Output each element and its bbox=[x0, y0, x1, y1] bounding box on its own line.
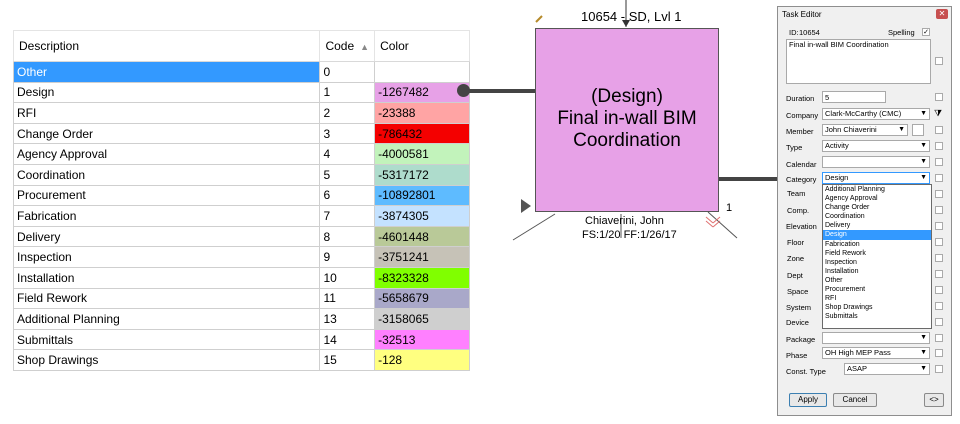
code-cell[interactable]: 3 bbox=[319, 122, 376, 145]
description-cell[interactable]: Delivery bbox=[12, 225, 321, 248]
code-cell[interactable]: 14 bbox=[319, 328, 376, 351]
node-title-line1: Final in-wall BIM bbox=[557, 108, 697, 129]
description-cell[interactable]: Coordination bbox=[12, 163, 321, 186]
task-editor-window: Task Editor ✕ bbox=[777, 6, 952, 416]
color-cell[interactable]: -10892801 bbox=[374, 184, 470, 207]
code-cell[interactable]: 10 bbox=[319, 266, 376, 289]
description-cell[interactable]: Agency Approval bbox=[12, 143, 321, 165]
node-owner: Chiaverini, John bbox=[585, 215, 664, 227]
description-column-header[interactable]: Description bbox=[12, 30, 321, 62]
description-cell[interactable]: Additional Planning bbox=[12, 308, 321, 330]
color-cell[interactable]: -23388 bbox=[374, 102, 470, 124]
code-cell[interactable]: 7 bbox=[319, 205, 376, 227]
color-cell[interactable]: -786432 bbox=[374, 122, 470, 145]
table-header-row: Description Code▲ Color bbox=[12, 30, 470, 62]
color-cell[interactable] bbox=[374, 61, 470, 83]
code-cell[interactable]: 13 bbox=[319, 308, 376, 330]
code-column-header[interactable]: Code▲ bbox=[319, 30, 376, 62]
color-cell[interactable]: -3874305 bbox=[374, 205, 470, 227]
color-cell[interactable]: -1267482 bbox=[374, 81, 470, 104]
close-icon[interactable]: ✕ bbox=[936, 9, 948, 19]
description-cell[interactable]: Design bbox=[12, 81, 321, 104]
code-cell[interactable]: 5 bbox=[319, 163, 376, 186]
color-cell[interactable]: -8323328 bbox=[374, 266, 470, 289]
code-cell[interactable]: 0 bbox=[319, 61, 376, 83]
code-cell[interactable]: 4 bbox=[319, 143, 376, 165]
description-cell[interactable]: Change Order bbox=[12, 122, 321, 145]
description-cell[interactable]: Installation bbox=[12, 266, 321, 289]
description-cell[interactable]: Submittals bbox=[12, 328, 321, 351]
color-cell[interactable]: -4601448 bbox=[374, 225, 470, 248]
color-cell[interactable]: -5658679 bbox=[374, 287, 470, 310]
description-cell[interactable]: Other bbox=[12, 61, 321, 83]
code-cell[interactable]: 6 bbox=[319, 184, 376, 207]
node-count: 1 bbox=[726, 202, 733, 214]
color-cell[interactable]: -3158065 bbox=[374, 308, 470, 330]
task-node[interactable]: (Design) Final in-wall BIM Coordination bbox=[535, 28, 719, 212]
connector-line-node-editor bbox=[708, 177, 794, 181]
color-cell[interactable]: -3751241 bbox=[374, 246, 470, 268]
connector-line-table-node bbox=[463, 89, 547, 93]
window-title: Task Editor bbox=[782, 10, 822, 19]
description-cell[interactable]: Inspection bbox=[12, 246, 321, 268]
color-cell[interactable]: -5317172 bbox=[374, 163, 470, 186]
color-column-header[interactable]: Color bbox=[374, 30, 470, 62]
description-cell[interactable]: RFI bbox=[12, 102, 321, 124]
node-title-line2: Coordination bbox=[573, 130, 681, 151]
code-cell[interactable]: 8 bbox=[319, 225, 376, 248]
node-category: (Design) bbox=[591, 86, 663, 107]
color-cell[interactable]: -32513 bbox=[374, 328, 470, 351]
sort-ascending-icon: ▲ bbox=[360, 42, 370, 52]
description-cell[interactable]: Fabrication bbox=[12, 205, 321, 227]
node-dates: FS:1/20 FF:1/26/17 bbox=[582, 229, 677, 241]
predecessor-marker-icon bbox=[521, 199, 531, 213]
code-cell[interactable]: 15 bbox=[319, 349, 376, 371]
description-cell[interactable]: Shop Drawings bbox=[12, 349, 321, 371]
color-cell[interactable]: -4000581 bbox=[374, 143, 470, 165]
code-cell[interactable]: 9 bbox=[319, 246, 376, 268]
code-cell[interactable]: 11 bbox=[319, 287, 376, 310]
node-id-label: 10654 - SD, Lvl 1 bbox=[581, 9, 682, 24]
color-cell[interactable]: -128 bbox=[374, 349, 470, 371]
code-cell[interactable]: 2 bbox=[319, 102, 376, 124]
code-cell[interactable]: 1 bbox=[319, 81, 376, 104]
description-cell[interactable]: Procurement bbox=[12, 184, 321, 207]
description-cell[interactable]: Field Rework bbox=[12, 287, 321, 310]
